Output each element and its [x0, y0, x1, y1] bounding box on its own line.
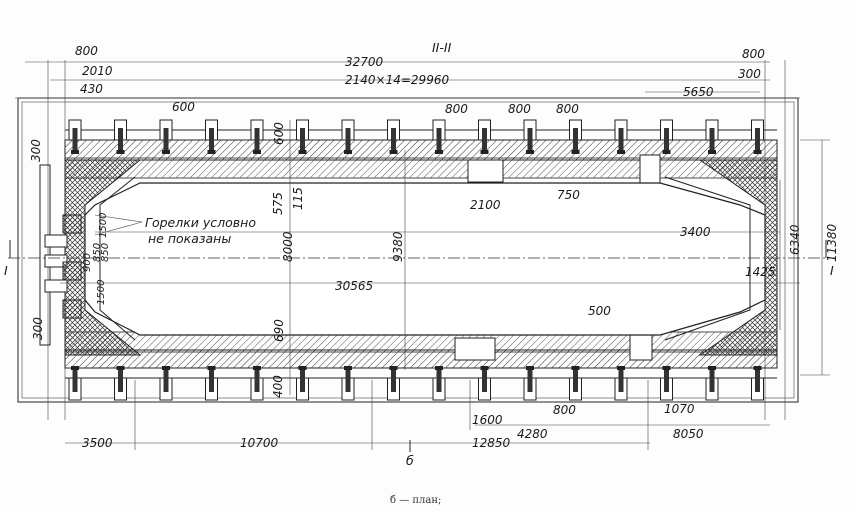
dim-800-c: 800 — [556, 102, 579, 116]
burner-icon — [159, 119, 173, 154]
dim-1425: 1425 — [745, 265, 776, 279]
section-mark-left: I — [4, 263, 8, 278]
burner-icon — [478, 119, 491, 154]
burner-icon — [614, 119, 628, 154]
dim-4280: 4280 — [517, 427, 548, 441]
dim-10700: 10700 — [240, 436, 279, 450]
dim-115: 115 — [291, 187, 305, 210]
burner-icon — [705, 366, 719, 401]
dim-575: 575 — [271, 192, 285, 215]
figure-caption: б — план; — [390, 495, 441, 506]
dim-750: 750 — [557, 188, 580, 202]
dim-600-vertical: 600 — [272, 122, 286, 145]
burner-icon — [614, 366, 628, 401]
dim-500: 500 — [588, 304, 611, 318]
burner-icon — [296, 119, 309, 154]
burner-icon — [751, 119, 764, 154]
burner-icon — [114, 366, 127, 401]
burner-icon — [159, 366, 173, 401]
right-end-wall — [698, 159, 778, 356]
dim-900: 900 — [82, 253, 93, 272]
dim-300-left-top: 300 — [29, 139, 43, 162]
dim-3400: 3400 — [680, 225, 711, 239]
dim-690: 690 — [272, 319, 286, 342]
burner-icon — [341, 119, 355, 154]
burner-icon — [432, 119, 446, 154]
burner-icon — [569, 119, 582, 154]
burner-icon — [523, 119, 537, 154]
section-letter: б — [406, 453, 414, 468]
burner-note-line1: Горелки условно — [145, 215, 256, 230]
left-lining-outline — [99, 176, 136, 341]
dim-1500-a: 1500 — [98, 213, 109, 238]
bottom-wall — [64, 331, 778, 379]
burner-icon — [205, 119, 218, 154]
dim-800-right: 800 — [742, 47, 765, 61]
burner-icon — [660, 366, 673, 401]
dim-9380: 9380 — [391, 231, 405, 262]
burner-icon — [205, 366, 218, 401]
burner-icon — [569, 366, 582, 401]
dim-30565: 30565 — [335, 279, 373, 293]
section-mark-right: I — [830, 263, 834, 278]
dim-800-left: 800 — [75, 44, 98, 58]
burner-icon — [296, 366, 309, 401]
dim-6340: 6340 — [788, 224, 802, 255]
burners — [68, 119, 764, 401]
dim-600: 600 — [172, 100, 195, 114]
note-leader-line — [94, 214, 143, 223]
dim-11380: 11380 — [825, 223, 839, 262]
vertical-dimension-lines — [289, 120, 830, 395]
dim-400: 400 — [271, 375, 285, 398]
dim-1500-b: 1500 — [96, 280, 107, 305]
dim-800-a: 800 — [445, 102, 468, 116]
dim-5650: 5650 — [683, 85, 714, 99]
dim-2010: 2010 — [82, 64, 113, 78]
burner-icon — [387, 366, 400, 401]
burner-note-line2: не показаны — [148, 231, 231, 246]
burner-icon — [387, 119, 400, 154]
top-wall — [64, 129, 778, 184]
bottom-dimension-lines — [65, 380, 770, 450]
dim-1600: 1600 — [472, 413, 503, 427]
burner-icon — [432, 366, 446, 401]
furnace-chamber — [84, 182, 766, 336]
right-lining-outline — [664, 176, 751, 341]
dim-800-b: 800 — [508, 102, 531, 116]
dim-2100: 2100 — [470, 198, 501, 212]
dim-1070: 1070 — [664, 402, 695, 416]
dim-8000: 8000 — [281, 231, 295, 262]
burner-icon — [250, 366, 264, 401]
dim-850-b: 850 — [100, 243, 111, 262]
inner-frame — [21, 101, 795, 399]
dim-8050: 8050 — [673, 427, 704, 441]
left-end-wall — [64, 159, 142, 356]
burner-icon — [68, 119, 82, 154]
dim-300-left-bottom: 300 — [31, 317, 45, 340]
dim-800-bottom: 800 — [553, 403, 576, 417]
dim-850-a: 850 — [92, 243, 103, 262]
burner-icon — [523, 366, 537, 401]
burner-icon — [68, 366, 82, 401]
note-leader-line — [94, 221, 143, 236]
burner-icon — [478, 366, 491, 401]
burner-icon — [250, 119, 264, 154]
burner-icon — [751, 366, 764, 401]
dim-300-top: 300 — [738, 67, 761, 81]
section-title: II-II — [432, 40, 452, 55]
burner-icon — [341, 366, 355, 401]
burner-icon — [660, 119, 673, 154]
dim-2140x14: 2140×14=29960 — [345, 73, 449, 87]
dim-32700: 32700 — [345, 55, 384, 69]
dim-3500: 3500 — [82, 436, 113, 450]
dim-12850: 12850 — [472, 436, 511, 450]
burner-icon — [705, 119, 719, 154]
dim-430: 430 — [80, 82, 103, 96]
burner-icon — [114, 119, 127, 154]
